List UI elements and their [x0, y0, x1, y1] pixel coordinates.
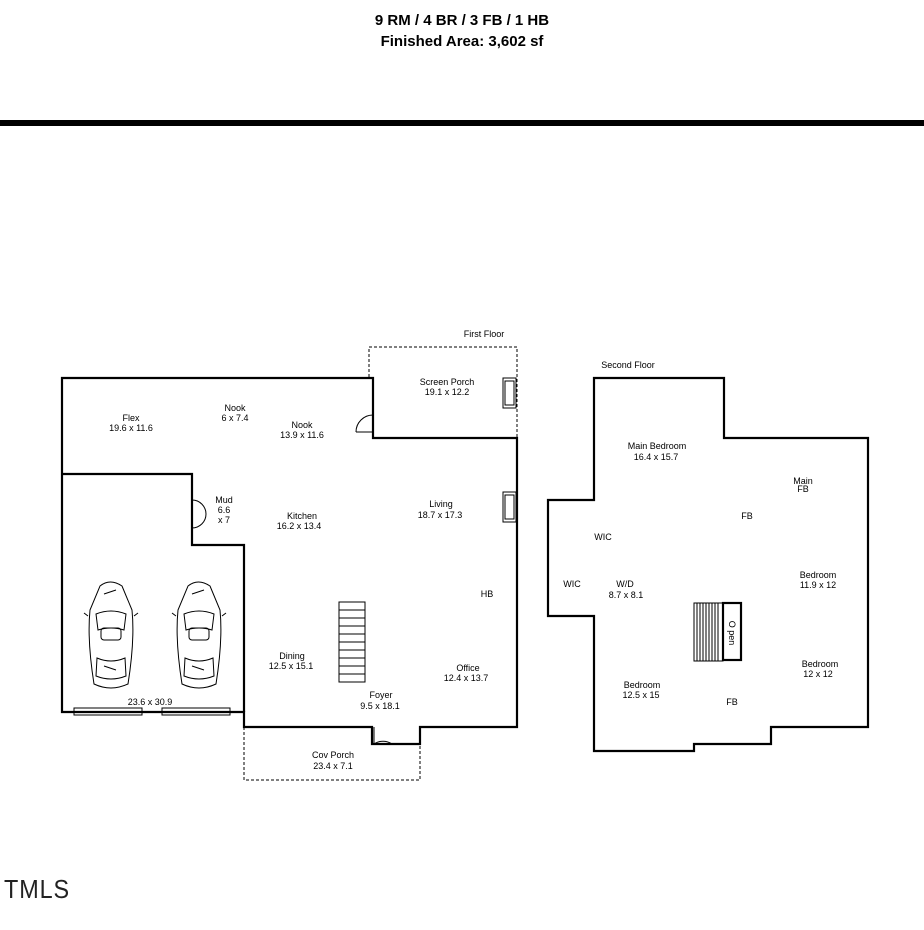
living-dims: 18.7 x 17.3 — [418, 510, 463, 520]
open-label: O pen — [727, 621, 737, 646]
bedroom-left-label: Bedroom — [624, 680, 661, 690]
foyer-dims: 9.5 x 18.1 — [360, 701, 400, 711]
first-floor-stairs — [338, 601, 366, 683]
cov-porch-dims: 23.4 x 7.1 — [313, 761, 353, 771]
screen-porch-fireplace-inner — [504, 380, 515, 406]
summary-line: 9 RM / 4 BR / 3 FB / 1 HB — [374, 12, 550, 29]
header-divider — [0, 120, 924, 126]
mud-dims-1: 6.6 — [218, 505, 231, 515]
finished-area: Finished Area: 3,602 sf — [380, 33, 544, 50]
garage-door-right — [161, 707, 231, 716]
office-dims: 12.4 x 13.7 — [444, 673, 489, 683]
dining-label: Dining — [279, 651, 305, 661]
bedroom-right-2-label: Bedroom — [802, 659, 839, 669]
screen-porch-outline — [368, 346, 518, 438]
nook-dims: 13.9 x 11.6 — [280, 430, 324, 440]
nook-label: Nook — [291, 420, 313, 430]
flex-label: Flex — [122, 413, 140, 423]
nook-small-dims: 6 x 7.4 — [221, 413, 248, 423]
fb-top-label: FB — [741, 511, 753, 521]
first-floor-plan: First Floor Screen Porch 19.1 x 12.2 Fle… — [60, 329, 519, 781]
wic-2-label: WIC — [563, 579, 581, 589]
dining-dims: 12.5 x 15.1 — [269, 661, 314, 671]
bedroom-right-1-dims: 11.9 x 12 — [800, 580, 836, 590]
car-icon — [171, 581, 227, 689]
second-floor-title: Second Floor — [601, 360, 655, 370]
wic-1-label: WIC — [594, 532, 612, 542]
wd-dims: 8.7 x 8.1 — [609, 590, 644, 600]
tmls-logo: TMLS — [4, 874, 71, 904]
second-floor-plan: O pen Second Floor Main Bedroom 16.4 x 1… — [546, 360, 870, 753]
garage-door-left — [73, 707, 143, 716]
mud-door — [191, 499, 207, 529]
kitchen-label: Kitchen — [287, 511, 317, 521]
garage-wall — [62, 472, 246, 712]
first-floor-title: First Floor — [464, 329, 505, 339]
office-label: Office — [456, 663, 479, 673]
second-floor-stairs — [693, 601, 743, 662]
main-bedroom-label: Main Bedroom — [628, 441, 687, 451]
nook-small-label: Nook — [224, 403, 246, 413]
flex-dims: 19.6 x 11.6 — [109, 423, 153, 433]
cov-porch-outline — [243, 727, 421, 781]
front-door — [373, 740, 393, 745]
car-icon — [83, 581, 139, 689]
bedroom-right-2-dims: 12 x 12 — [803, 669, 833, 679]
living-fireplace — [502, 491, 517, 523]
second-floor-outline — [546, 376, 870, 753]
main-bedroom-dims: 16.4 x 15.7 — [634, 452, 679, 462]
mud-label: Mud — [215, 495, 233, 505]
mud-dims-2: x 7 — [218, 515, 230, 525]
living-label: Living — [429, 499, 453, 509]
main-fb-label-1: Main — [793, 476, 813, 486]
foyer-label: Foyer — [369, 690, 392, 700]
screen-porch-dims: 19.1 x 12.2 — [425, 387, 470, 397]
kitchen-dims: 16.2 x 13.4 — [277, 521, 322, 531]
porch-door — [355, 414, 374, 433]
hb-label: HB — [481, 589, 494, 599]
living-fireplace-inner — [504, 494, 515, 520]
main-fb-label-2: FB — [797, 484, 809, 494]
bedroom-left-dims: 12.5 x 15 — [622, 690, 659, 700]
screen-porch-label: Screen Porch — [420, 377, 475, 387]
fb-bottom-label: FB — [726, 697, 738, 707]
bedroom-right-1-label: Bedroom — [800, 570, 837, 580]
cov-porch-label: Cov Porch — [312, 750, 354, 760]
screen-porch-fireplace — [502, 377, 517, 409]
garage-dims: 23.6 x 30.9 — [128, 697, 173, 707]
wd-label: W/D — [616, 579, 634, 589]
